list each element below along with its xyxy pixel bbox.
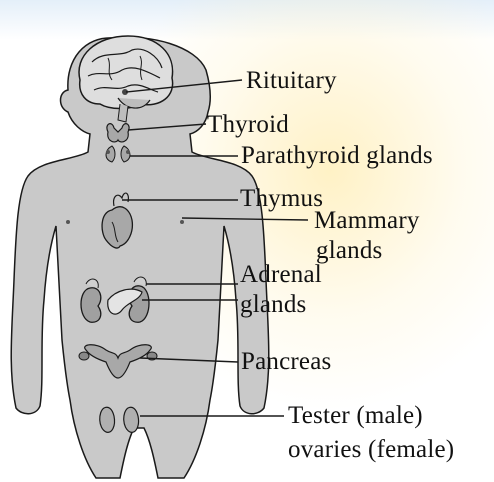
label-parathyroid: Parathyroid glands [241, 143, 433, 169]
label-thymus: Thymus [240, 186, 323, 212]
label-pituitary: Rituitary [246, 68, 337, 94]
label-thyroid: Thyroid [207, 112, 289, 138]
label-pancreas: Pancreas [241, 349, 331, 375]
label-tester-line2: ovaries (female) [288, 437, 454, 463]
left-nipple [66, 220, 70, 224]
label-tester-line1: Tester (male) [288, 403, 423, 429]
label-adrenal-line2: glands [240, 292, 306, 318]
right-nipple [180, 220, 184, 224]
label-mammary-line2: glands [316, 238, 382, 264]
label-adrenal-line1: Adrenal [240, 262, 322, 288]
label-mammary-line1: Mammary [314, 208, 420, 234]
